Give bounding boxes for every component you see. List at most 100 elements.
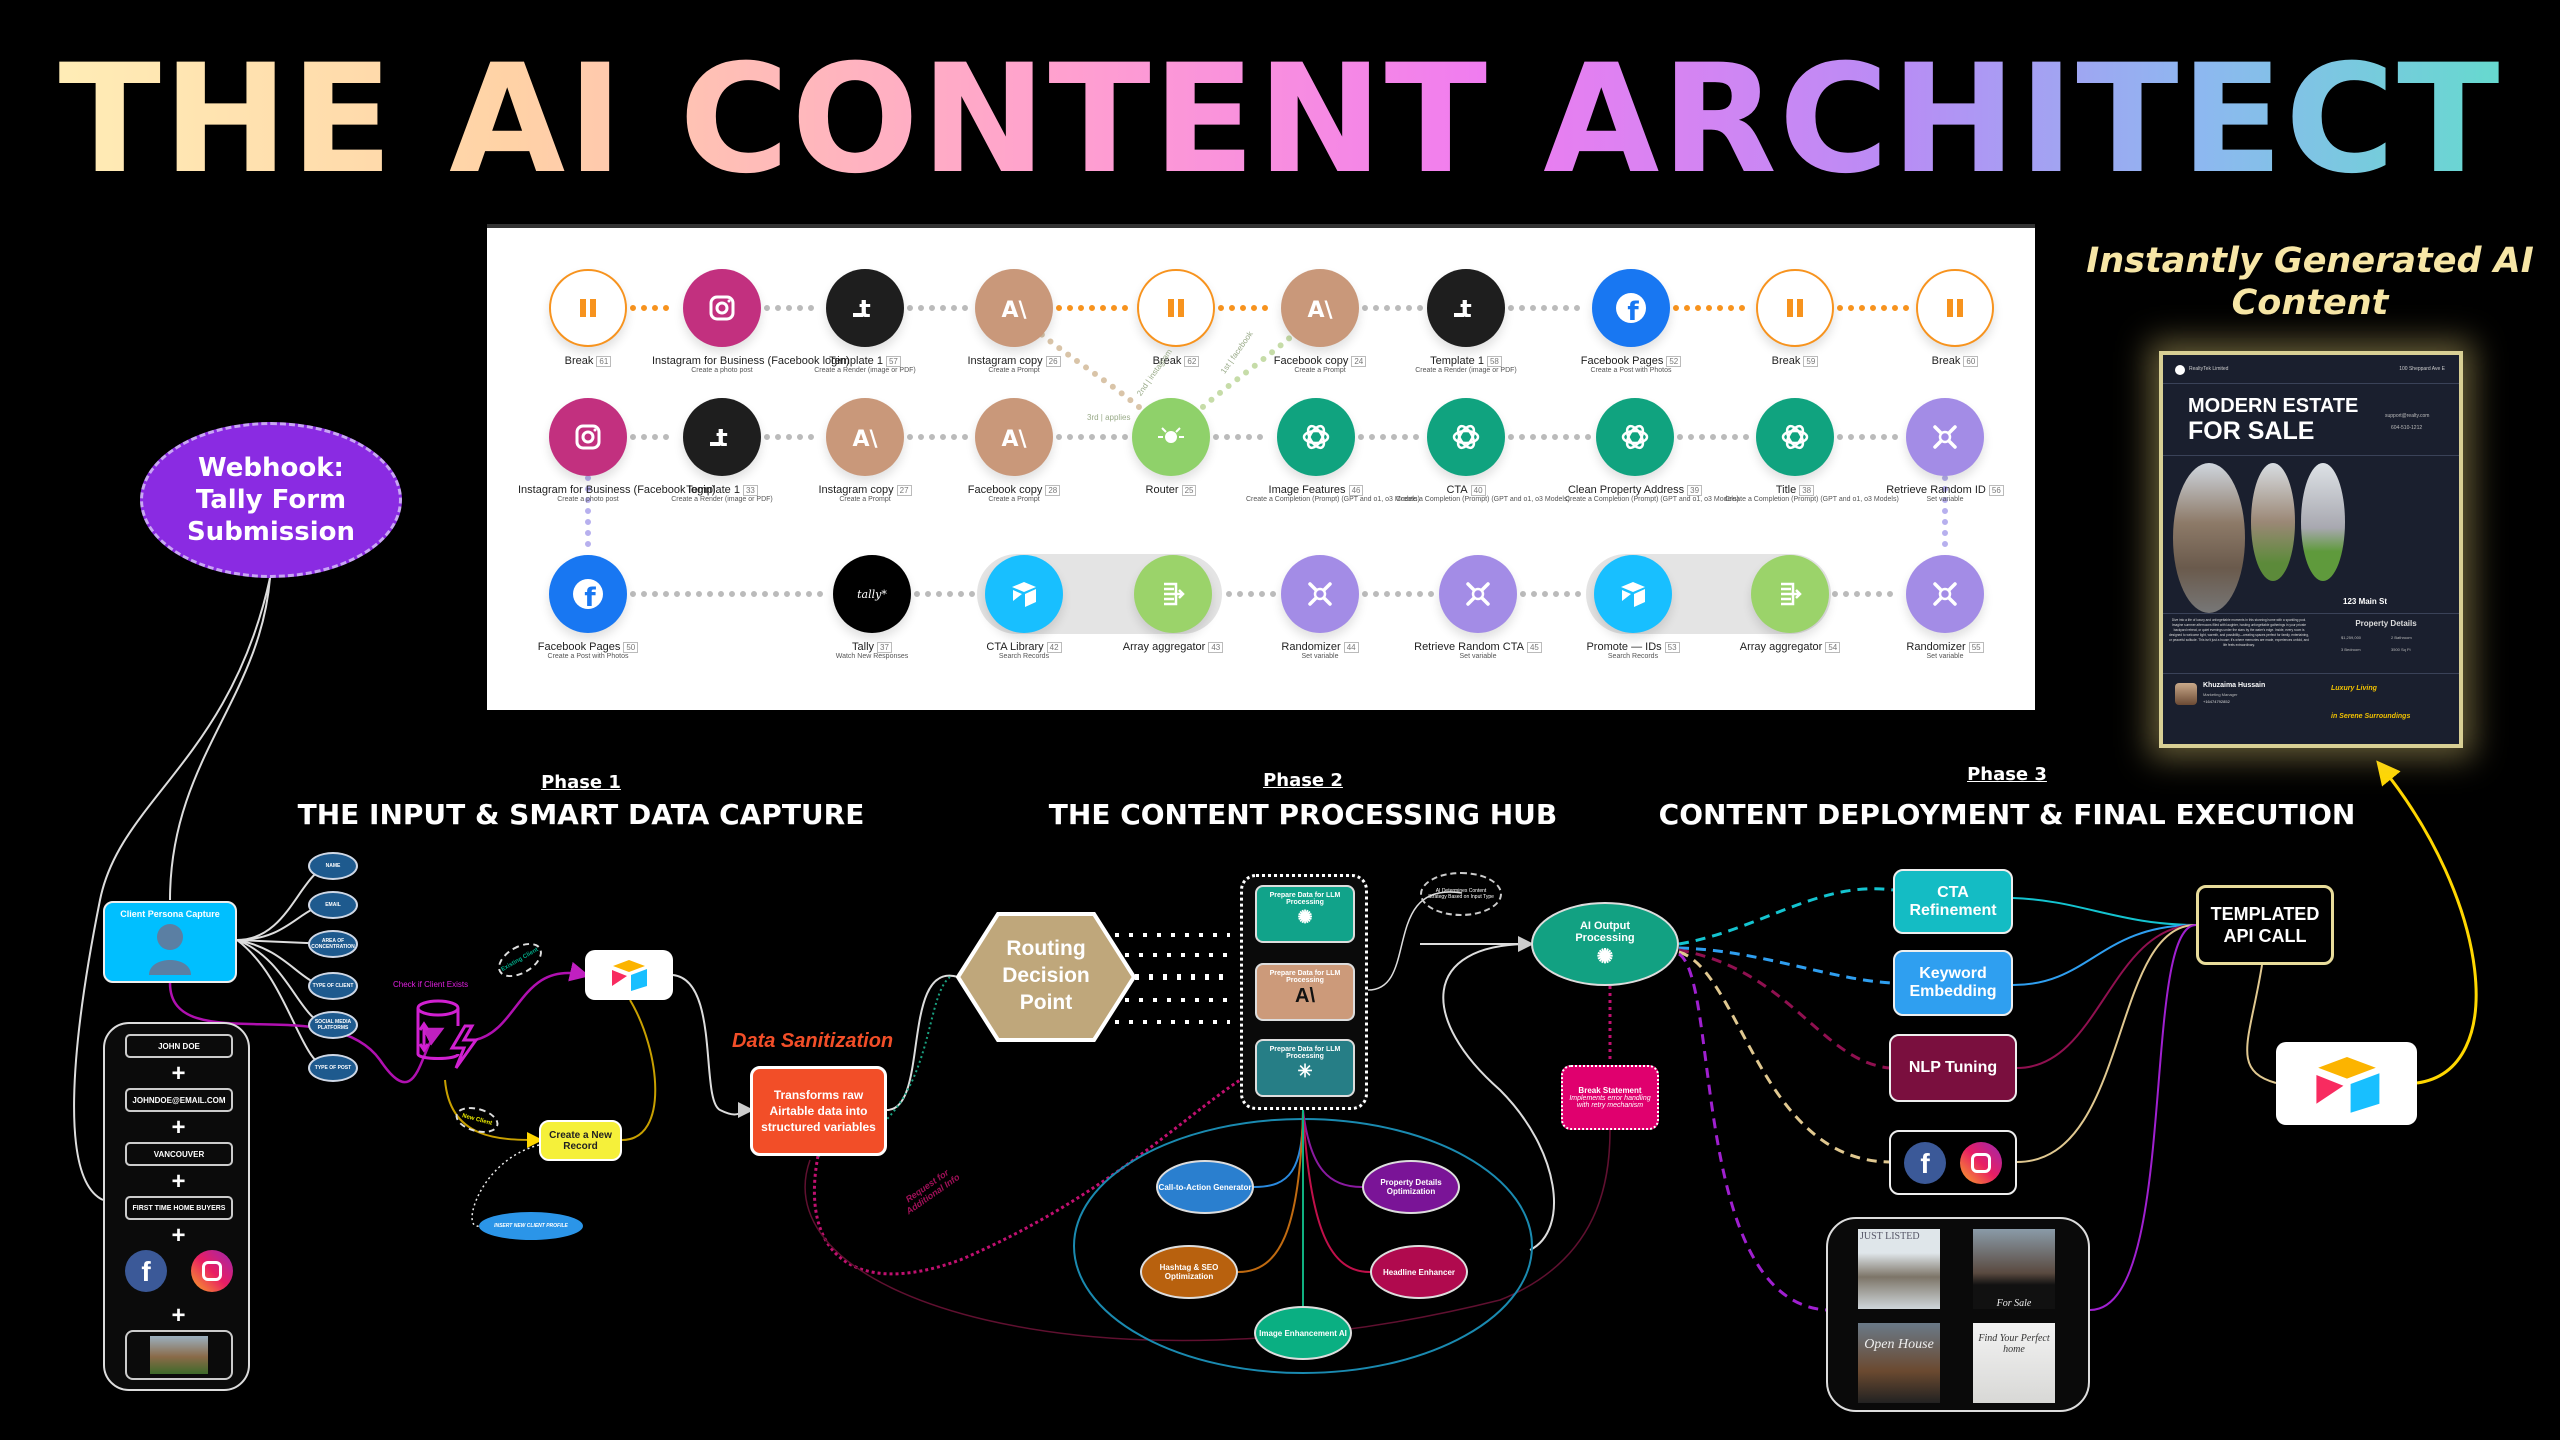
module-id: 43 (1208, 642, 1224, 653)
module-id: 45 (1526, 642, 1542, 653)
module-action: Search Records (1607, 653, 1659, 660)
module-circle[interactable] (1134, 555, 1212, 633)
sample-client-type: FIRST TIME HOME BUYERS (125, 1196, 233, 1220)
module-circle[interactable]: A\ (975, 269, 1053, 347)
module-circle[interactable] (1427, 398, 1505, 476)
airtable-output (2276, 1042, 2417, 1125)
module-circle[interactable] (1132, 398, 1210, 476)
module-circle[interactable]: A\ (826, 398, 904, 476)
module-circle[interactable] (1751, 555, 1829, 633)
module-id: 25 (1181, 485, 1197, 496)
strategy-cloud: AI Determines Content Strategy Based on … (1420, 872, 1502, 916)
module-circle[interactable]: f (549, 555, 627, 633)
flyer-brand: RealtyTek Limited (2189, 366, 2229, 372)
module-circle[interactable] (1906, 398, 1984, 476)
module-circle[interactable] (1594, 555, 1672, 633)
sample-name: JOHN DOE (125, 1034, 233, 1058)
template-icon: t (710, 424, 728, 452)
module-circle[interactable]: A\ (1281, 269, 1359, 347)
prepare-label: Prepare Data for LLM Processing (1269, 1046, 1341, 1060)
module-circle[interactable] (1137, 269, 1215, 347)
scenario-module-instagram-for-business-facebook-login-[interactable]: Instagram for Business (Facebook login) … (652, 269, 849, 374)
module-circle[interactable] (1756, 398, 1834, 476)
module-circle[interactable]: t (1427, 269, 1505, 347)
plus-icon: + (171, 1060, 186, 1087)
module-circle[interactable] (683, 269, 761, 347)
module-circle[interactable]: t (683, 398, 761, 476)
module-circle[interactable]: tally* (833, 555, 911, 633)
route-label: 3rd | applies (1087, 413, 1131, 422)
svg-text:t: t (859, 295, 870, 323)
module-circle[interactable]: A\ (975, 398, 1053, 476)
module-circle[interactable] (1916, 269, 1994, 347)
agent-property-details: Property Details Optimization (1362, 1160, 1460, 1214)
scenario-module-instagram-for-business-facebook-login-[interactable]: Instagram for Business (Facebook login) … (518, 398, 716, 503)
svg-text:A\: A\ (852, 427, 878, 452)
module-circle[interactable] (549, 269, 627, 347)
module-circle[interactable]: f (1592, 269, 1670, 347)
aggregator-icon (1781, 582, 1802, 606)
data-sanitization-label: Data Sanitization (732, 1030, 894, 1052)
module-circle[interactable] (549, 398, 627, 476)
module-label: Instagram for Business (Facebook login) (518, 484, 716, 496)
client-persona-capture: Client Persona Capture (103, 901, 237, 983)
module-circle[interactable] (1277, 398, 1355, 476)
template-icon: t (1454, 295, 1472, 323)
openai-icon: ✺ (1596, 945, 1614, 968)
module-circle[interactable]: t (826, 269, 904, 347)
detail-area: 3500 Sq Ft (2391, 647, 2411, 652)
phase-3-tag: Phase 3 (1967, 764, 2047, 785)
field-name: NAME (308, 852, 358, 880)
module-action: Create a Completion (Prompt) (GPT and o1… (1396, 496, 1570, 503)
module-circle[interactable] (1281, 555, 1359, 633)
insert-client-profile: INSERT NEW CLIENT PROFILE (479, 1212, 583, 1240)
module-circle[interactable] (985, 555, 1063, 633)
instagram-icon (709, 295, 735, 321)
module-circle[interactable] (1756, 269, 1834, 347)
field-email: EMAIL (308, 891, 358, 919)
phase-1-tag: Phase 1 (541, 772, 621, 793)
transform-node: Transforms raw Airtable data into struct… (750, 1066, 887, 1156)
pause-icon (580, 299, 596, 317)
module-circle[interactable] (1906, 555, 1984, 633)
module-action: Create a photo post (691, 367, 753, 374)
module-action: Search Records (998, 653, 1050, 660)
module-circle[interactable] (1596, 398, 1674, 476)
module-circle[interactable] (1439, 555, 1517, 633)
module-action: Create a Render (image or PDF) (1415, 367, 1517, 374)
